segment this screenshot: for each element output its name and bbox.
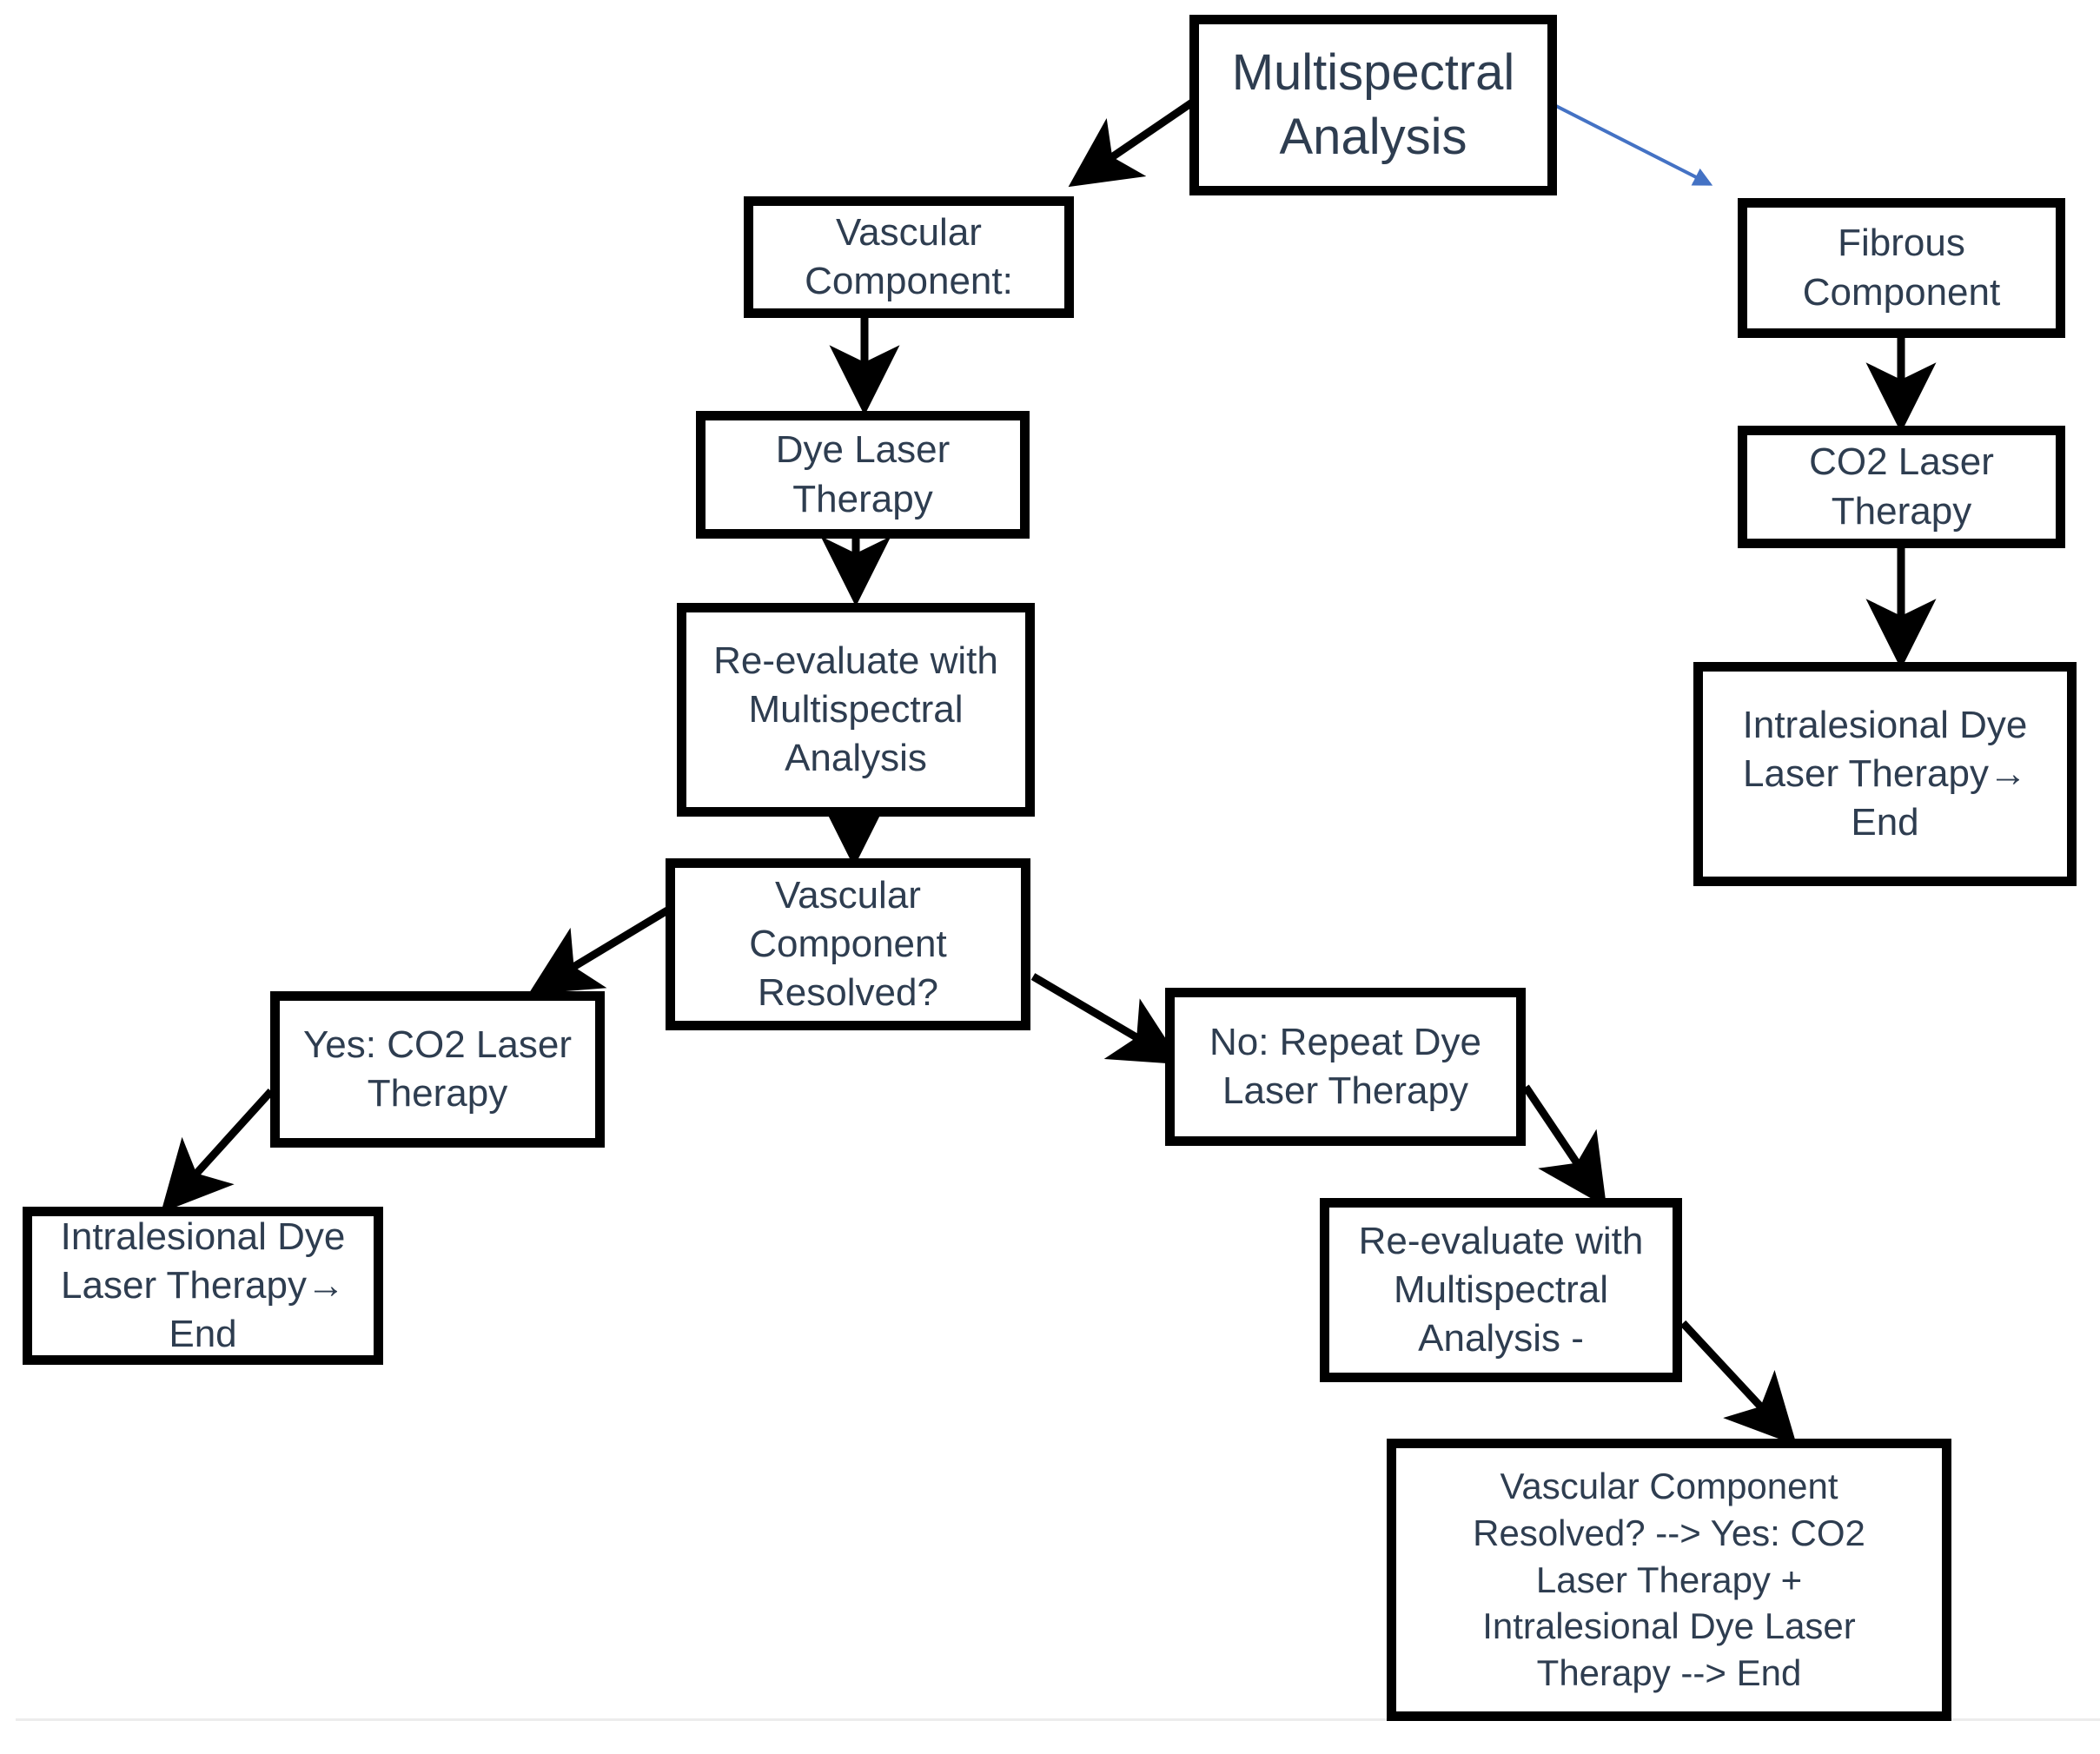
- node-multispectral-analysis-label: Multispectral Analysis: [1231, 43, 1515, 165]
- edge-resolved-to-yes: [528, 907, 670, 995]
- node-reevaluate-multispectral-lower-label: Re-evaluate with Multispectral Analysis …: [1358, 1219, 1644, 1360]
- node-reevaluate-multispectral-mid-label: Re-evaluate with Multispectral Analysis: [713, 639, 998, 780]
- node-yes-co2-laser-therapy-label: Yes: CO2 Laser Therapy: [303, 1023, 572, 1115]
- edge-yes-to-intralesional-left: [161, 1088, 275, 1214]
- node-final-outcome[interactable]: Vascular Component Resolved? --> Yes: CO…: [1387, 1439, 1951, 1721]
- node-no-repeat-dye-laser-therapy-label: No: Repeat Dye Laser Therapy: [1209, 1020, 1482, 1112]
- node-vascular-component[interactable]: Vascular Component:: [744, 196, 1074, 318]
- node-fibrous-component[interactable]: Fibrous Component: [1738, 198, 2065, 338]
- edge-multispectral-to-fibrous: [1553, 103, 1713, 186]
- edge-no-to-reevaluate-lower: [1522, 1084, 1607, 1208]
- node-final-outcome-label: Vascular Component Resolved? --> Yes: CO…: [1473, 1466, 1865, 1694]
- node-reevaluate-multispectral-lower[interactable]: Re-evaluate with Multispectral Analysis …: [1320, 1198, 1682, 1382]
- node-vascular-component-resolved[interactable]: Vascular Component Resolved?: [666, 858, 1030, 1030]
- node-multispectral-analysis[interactable]: Multispectral Analysis: [1189, 15, 1557, 195]
- node-dye-laser-therapy[interactable]: Dye Laser Therapy: [696, 411, 1030, 539]
- node-reevaluate-multispectral-mid[interactable]: Re-evaluate with Multispectral Analysis: [677, 603, 1035, 817]
- node-intralesional-dye-laser-left[interactable]: Intralesional Dye Laser Therapy→ End: [23, 1207, 383, 1365]
- edge-reevaluate-lower-to-final: [1679, 1320, 1798, 1446]
- node-intralesional-dye-laser-left-label: Intralesional Dye Laser Therapy→ End: [60, 1215, 346, 1356]
- node-co2-laser-therapy-right-label: CO2 Laser Therapy: [1809, 440, 1994, 533]
- node-dye-laser-therapy-label: Dye Laser Therapy: [775, 428, 951, 520]
- node-intralesional-dye-laser-right[interactable]: Intralesional Dye Laser Therapy→ End: [1693, 662, 2077, 886]
- node-intralesional-dye-laser-right-label: Intralesional Dye Laser Therapy→ End: [1742, 703, 2028, 844]
- node-vascular-component-resolved-label: Vascular Component Resolved?: [749, 873, 947, 1015]
- bottom-divider: [16, 1718, 2100, 1721]
- node-vascular-component-label: Vascular Component:: [805, 210, 1013, 302]
- edge-resolved-to-no: [1030, 973, 1182, 1065]
- edge-multispectral-to-vascular: [1068, 99, 1195, 188]
- node-no-repeat-dye-laser-therapy[interactable]: No: Repeat Dye Laser Therapy: [1165, 988, 1526, 1146]
- node-fibrous-component-label: Fibrous Component: [1802, 222, 2001, 314]
- node-yes-co2-laser-therapy[interactable]: Yes: CO2 Laser Therapy: [270, 991, 605, 1148]
- node-co2-laser-therapy-right[interactable]: CO2 Laser Therapy: [1738, 426, 2065, 548]
